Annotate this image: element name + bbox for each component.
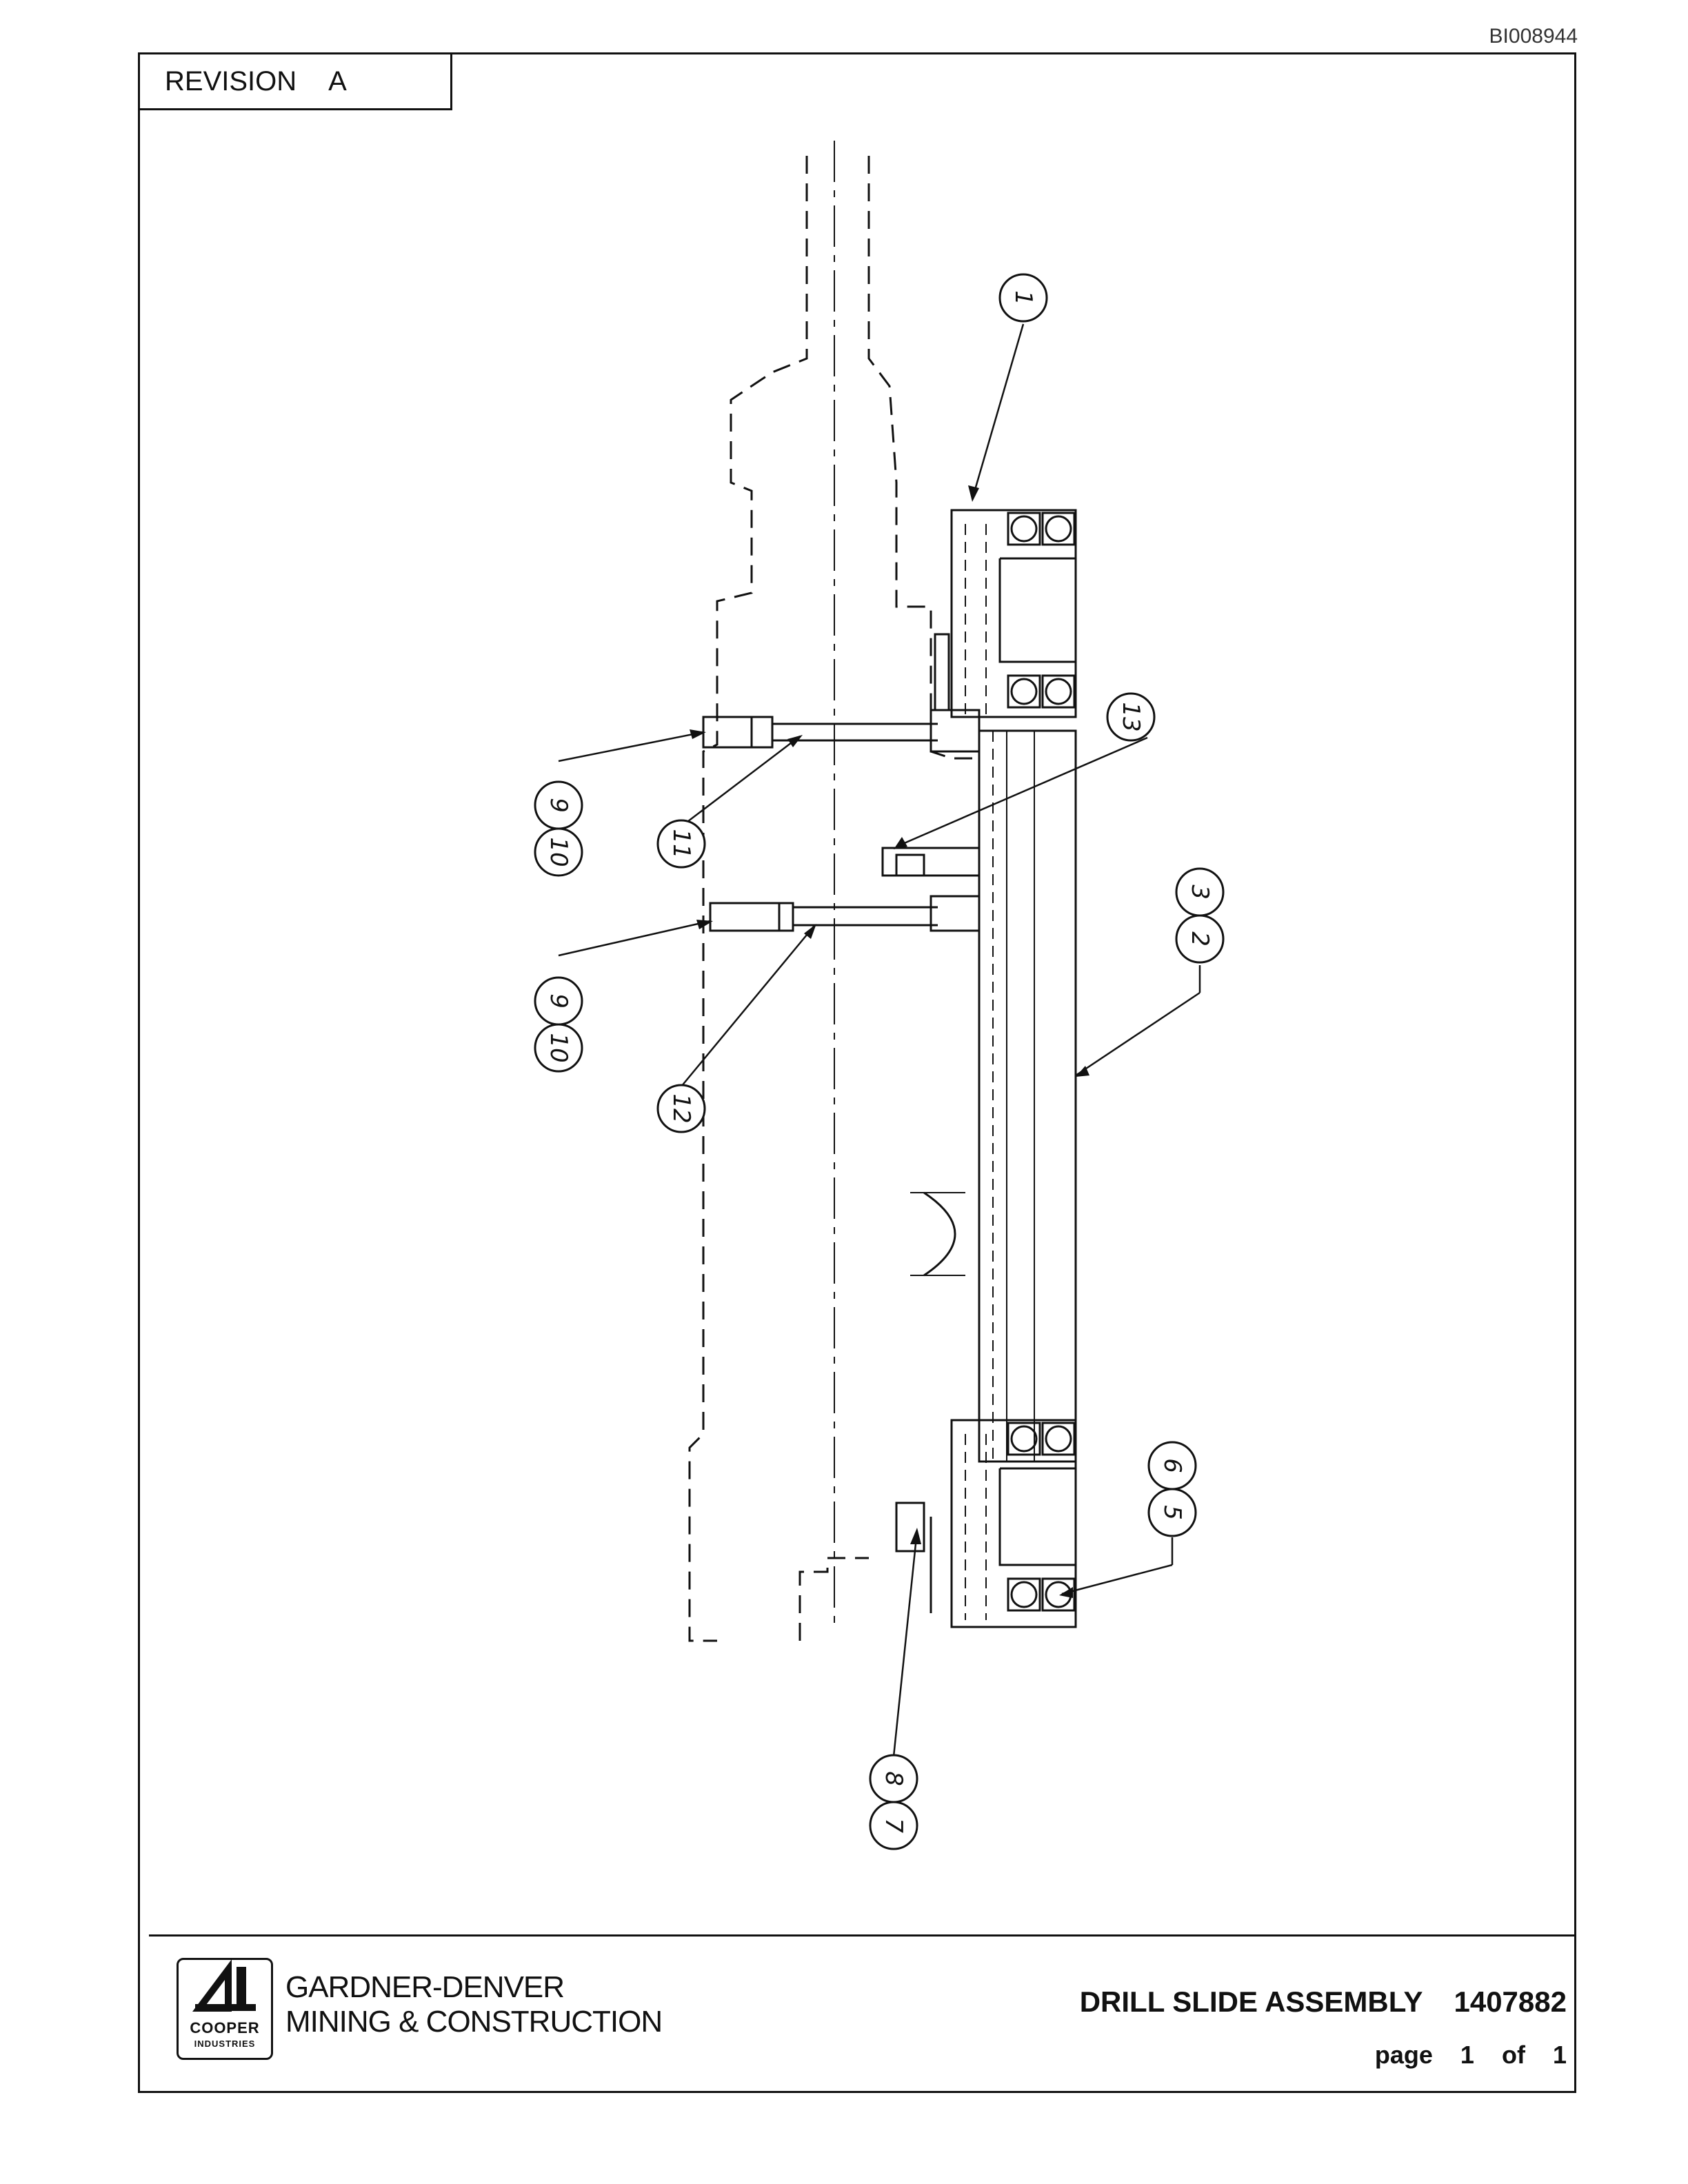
callout-11: 11 bbox=[667, 829, 695, 858]
cooper-logo: COOPER INDUSTRIES bbox=[177, 1958, 273, 2060]
callout-2: 2 bbox=[1186, 931, 1214, 947]
title-block-divider bbox=[149, 1934, 1576, 1937]
callout-13-balloon bbox=[1106, 692, 1156, 742]
page-of: of bbox=[1501, 2041, 1525, 2069]
callout-1-balloon bbox=[998, 273, 1048, 323]
callout-9a: 9 bbox=[545, 798, 572, 813]
callout-9b: 9 bbox=[545, 993, 572, 1009]
revision-box: REVISION A bbox=[138, 52, 452, 110]
page-indicator: page 1 of 1 bbox=[1375, 2041, 1567, 2070]
callout-8: 8 bbox=[880, 1771, 907, 1786]
revision-value: A bbox=[328, 65, 347, 97]
logo-sub: INDUSTRIES bbox=[194, 2039, 256, 2049]
logo-brand: COOPER bbox=[190, 2019, 260, 2036]
company-name: GARDNER-DENVER MINING & CONSTRUCTION bbox=[285, 1970, 663, 2039]
lower-clamp-rod bbox=[709, 895, 981, 932]
middle-lug bbox=[881, 847, 981, 877]
assembly-title: DRILL SLIDE ASSEMBLY 1407882 bbox=[1080, 1985, 1567, 2019]
company-line1: GARDNER-DENVER bbox=[285, 1970, 565, 2004]
part-number: 1407882 bbox=[1454, 1985, 1567, 2018]
callout-10b-balloon bbox=[534, 1023, 583, 1073]
drawing-frame bbox=[138, 52, 1576, 2093]
callout-7-balloon bbox=[869, 1801, 918, 1850]
cooper-logo-icon bbox=[192, 1959, 256, 2012]
document-id: BI008944 bbox=[1489, 25, 1578, 48]
callout-13: 13 bbox=[1117, 702, 1145, 731]
bottom-end-bracket bbox=[895, 1419, 1077, 1628]
callout-11-balloon bbox=[656, 819, 706, 869]
saddle-arc bbox=[923, 1191, 956, 1277]
callout-6: 6 bbox=[1158, 1458, 1186, 1473]
callout-balloons bbox=[534, 273, 1225, 1850]
callout-12: 12 bbox=[667, 1093, 695, 1123]
revision-label: REVISION bbox=[165, 65, 297, 97]
callout-10a-balloon bbox=[534, 827, 583, 877]
callout-5: 5 bbox=[1158, 1505, 1186, 1520]
callout-12-balloon bbox=[656, 1084, 706, 1133]
page-current: 1 bbox=[1460, 2041, 1474, 2069]
callout-1: 1 bbox=[1009, 290, 1037, 305]
assembly-name: DRILL SLIDE ASSEMBLY bbox=[1079, 1985, 1423, 2018]
callout-5-balloon bbox=[1147, 1488, 1197, 1537]
top-end-bracket bbox=[950, 509, 1077, 718]
callout-3: 3 bbox=[1186, 884, 1214, 900]
drill-outline bbox=[688, 156, 979, 1642]
company-line2: MINING & CONSTRUCTION bbox=[285, 2005, 663, 2039]
page-total: 1 bbox=[1552, 2041, 1567, 2069]
callout-10b: 10 bbox=[545, 1033, 572, 1062]
page-word: page bbox=[1374, 2041, 1433, 2069]
callout-2-balloon bbox=[1175, 914, 1225, 964]
callout-10a: 10 bbox=[545, 837, 572, 867]
upper-clamp-rod bbox=[702, 633, 981, 753]
slide-body bbox=[978, 729, 1077, 1463]
leader-lines bbox=[558, 323, 1201, 1757]
callout-7: 7 bbox=[880, 1818, 907, 1833]
leader-arrowheads bbox=[690, 485, 1089, 1598]
